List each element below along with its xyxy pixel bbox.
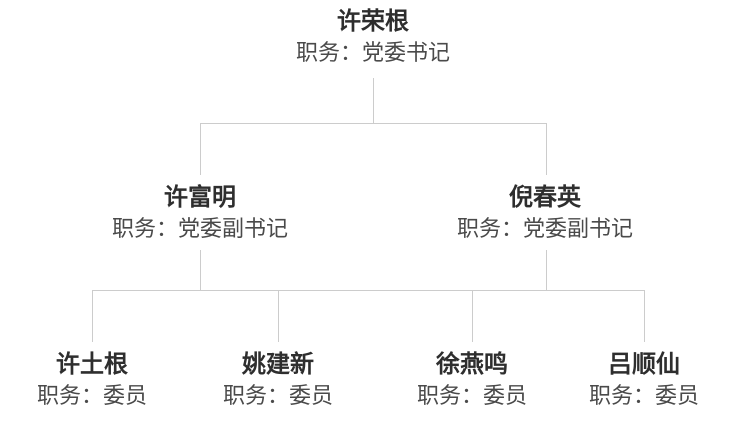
connector-line — [92, 290, 644, 291]
node-role: 职务：委员 — [36, 383, 147, 408]
org-node-xu-yan-ming: 徐燕鸣 职务：委员 — [342, 349, 602, 411]
connector-line — [278, 290, 279, 342]
node-role: 职务：委员 — [222, 383, 333, 408]
node-name: 许富明 — [164, 184, 236, 211]
org-node-xu-tu-gen: 许土根 职务：委员 — [0, 349, 222, 411]
connector-line — [200, 250, 201, 290]
connector-line — [472, 290, 473, 342]
org-node-yao-jian-xin: 姚建新 职务：委员 — [148, 349, 408, 411]
node-name: 吕顺仙 — [608, 351, 680, 378]
node-role: 职务：党委副书记 — [111, 216, 288, 241]
node-name: 许土根 — [56, 351, 128, 378]
node-name: 姚建新 — [242, 351, 314, 378]
org-node-xu-rong-gen: 许荣根 职务：党委书记 — [243, 6, 503, 68]
node-role: 职务：党委副书记 — [456, 216, 633, 241]
connector-line — [644, 290, 645, 342]
connector-line — [200, 123, 201, 175]
node-role: 职务：党委书记 — [295, 40, 450, 65]
node-name: 徐燕鸣 — [436, 351, 508, 378]
node-role: 职务：委员 — [588, 383, 699, 408]
org-node-ni-chun-ying: 倪春英 职务：党委副书记 — [415, 182, 675, 244]
node-name: 许荣根 — [337, 8, 409, 35]
connector-line — [546, 123, 547, 175]
org-node-lv-shun-xian: 吕顺仙 职务：委员 — [514, 349, 750, 411]
connector-line — [546, 250, 547, 290]
connector-line — [92, 290, 93, 342]
node-name: 倪春英 — [509, 184, 581, 211]
connector-line — [373, 78, 374, 123]
node-role: 职务：委员 — [416, 383, 527, 408]
connector-line — [200, 123, 546, 124]
org-node-xu-fu-ming: 许富明 职务：党委副书记 — [70, 182, 330, 244]
